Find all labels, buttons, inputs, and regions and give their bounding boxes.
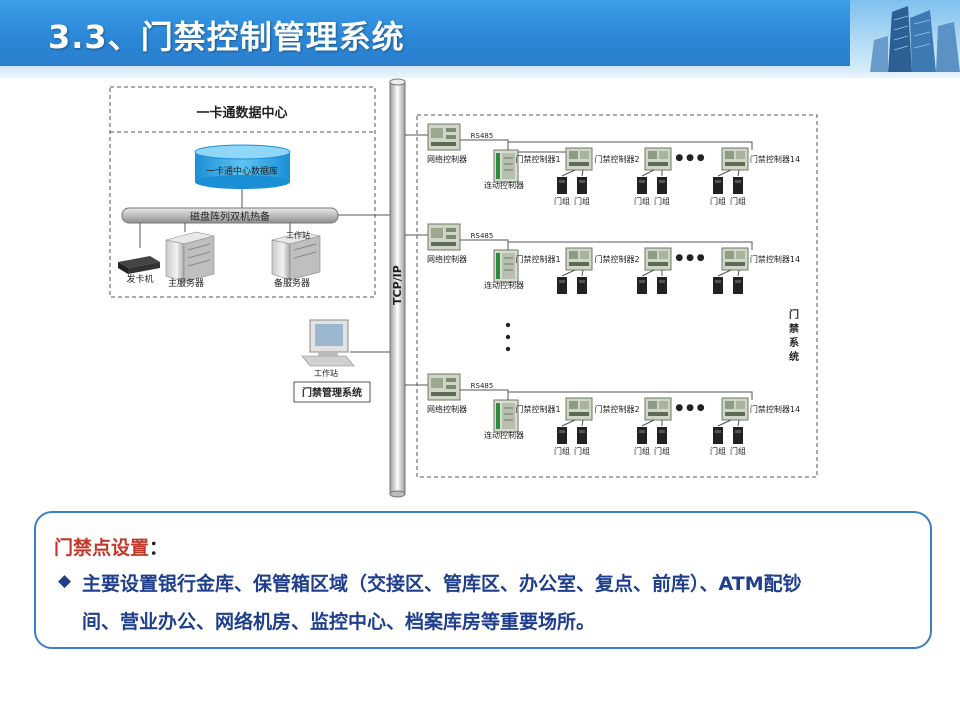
door-controller-14-label: 门禁控制器14	[750, 254, 800, 264]
door-controller-14-label: 门禁控制器14	[750, 404, 800, 414]
network-controller-label: 网络控制器	[427, 154, 467, 164]
diamond-bullet-icon: ◆	[58, 571, 72, 591]
info-text-line-1: 主要设置银行金库、保管箱区域（交接区、管库区、办公室、复点、前库）、ATM配钞	[82, 573, 802, 595]
door-controller-1-label: 门禁控制器1	[515, 154, 560, 164]
info-heading: 门禁点设置：	[54, 533, 168, 560]
main-server-label: 主服务器	[168, 277, 204, 289]
network-controller-label: 网络控制器	[427, 404, 467, 414]
access-system-label-4: 统	[789, 350, 799, 363]
mgmt-system-box	[293, 381, 371, 403]
door-group-label: 门组	[634, 446, 650, 456]
disk-array-label: 磁盘阵列双机热备	[190, 210, 270, 223]
workstation-icon	[301, 319, 355, 367]
door-group-label: 门组	[654, 196, 670, 206]
page-title: 3.3、门禁控制管理系统	[48, 18, 405, 56]
main-server-icon	[165, 231, 215, 283]
database-label: 一卡通中心数据库	[206, 165, 278, 177]
header-strip	[0, 66, 960, 78]
info-heading-text: 门禁点设置	[54, 537, 150, 559]
skyline-icon	[850, 0, 960, 72]
door-controller-14-label: 门禁控制器14	[750, 154, 800, 164]
access-point-info-box: 门禁点设置： ◆ 主要设置银行金库、保管箱区域（交接区、管库区、办公室、复点、前…	[34, 511, 932, 649]
door-group-label: 门组	[730, 446, 746, 456]
controller-row-2: 网络控制器 RS485 连动控制器 门禁控制器1 门禁控制器2 门禁控制器14 …	[405, 223, 800, 294]
door-group-label: 门组	[574, 446, 590, 456]
header-bar	[0, 0, 960, 66]
controller-row-3: 网络控制器 RS485 连动控制器 门禁控制器1 门禁控制器2 门禁控制器14 …	[405, 373, 800, 456]
rs485-label: RS485	[471, 382, 494, 390]
door-group-label: 门组	[710, 446, 726, 456]
rs485-label: RS485	[471, 132, 494, 140]
rs485-label: RS485	[471, 232, 494, 240]
network-controller-label: 网络控制器	[427, 254, 467, 264]
door-controller-1-label: 门禁控制器1	[515, 254, 560, 264]
ellipsis: ● ● ●	[675, 253, 704, 263]
card-issuer-icon	[118, 256, 160, 274]
door-controller-2-label: 门禁控制器2	[594, 254, 639, 264]
ellipsis: ● ● ●	[675, 153, 704, 163]
tcpip-bus	[389, 78, 406, 498]
access-system-label-1: 门	[789, 308, 799, 321]
workstation-label: 工作站	[314, 368, 338, 378]
access-control-diagram: 一卡通数据中心 一卡通中心数据库 磁盘阵列双机热备 发卡机 主服务器 工作站 备…	[109, 78, 818, 498]
door-controller-2-label: 门禁控制器2	[594, 154, 639, 164]
door-group-label: 门组	[634, 196, 650, 206]
door-group-label: 门组	[730, 196, 746, 206]
access-system-label-3: 系	[789, 336, 799, 349]
door-controller-2-label: 门禁控制器2	[594, 404, 639, 414]
backup-server-label: 备服务器	[274, 277, 310, 289]
info-text-line-2: 间、营业办公、网络机房、监控中心、档案库房等重要场所。	[82, 611, 596, 633]
data-center-label: 一卡通数据中心	[196, 105, 287, 121]
door-group-label: 门组	[710, 196, 726, 206]
linkage-controller-label: 连动控制器	[484, 280, 524, 290]
ellipsis: ● ● ●	[675, 403, 704, 413]
door-group-label: 门组	[554, 446, 570, 456]
info-heading-colon: ：	[149, 537, 169, 559]
backup-server-icon	[271, 231, 321, 281]
mgmt-system-label: 门禁管理系统	[302, 386, 362, 399]
access-system-frame	[416, 114, 818, 478]
workstation-label-top: 工作站	[286, 230, 310, 240]
door-group-label: 门组	[654, 446, 670, 456]
tcpip-label: TCP/IP	[391, 265, 404, 305]
database-icon	[194, 144, 291, 189]
controller-row-1: 网络控制器 RS485 连动控制器 门禁控制器1 门禁控制器2 门禁控制器14 …	[405, 123, 800, 206]
linkage-controller-label: 连动控制器	[484, 430, 524, 440]
door-controller-1-label: 门禁控制器1	[515, 404, 560, 414]
access-system-label-2: 禁	[788, 322, 799, 335]
linkage-controller-label: 连动控制器	[484, 180, 524, 190]
card-issuer-label: 发卡机	[126, 273, 153, 285]
vertical-ellipsis	[505, 322, 511, 352]
door-group-label: 门组	[554, 196, 570, 206]
door-group-label: 门组	[574, 196, 590, 206]
